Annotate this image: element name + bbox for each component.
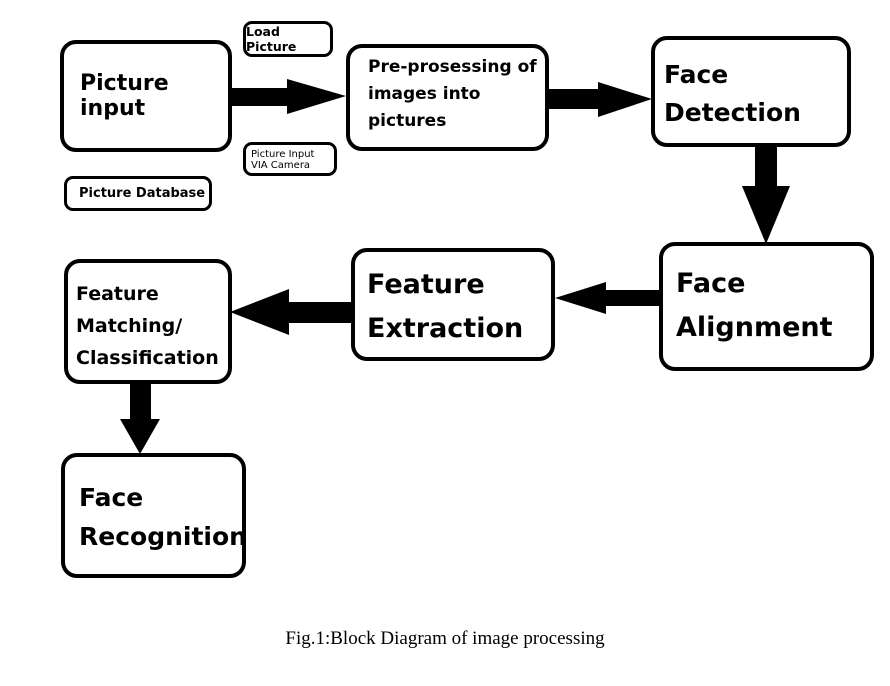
face-alignment-box: Face Alignment — [659, 242, 874, 371]
picture-input-box: Picture input — [60, 40, 232, 152]
face-detection-line-1: Face — [664, 60, 729, 89]
figure-caption: Fig.1:Block Diagram of image processing — [285, 628, 605, 649]
preprocessing-line-1: Pre-prosessing of — [368, 57, 537, 77]
picture-input-label: Picture input — [80, 71, 169, 121]
picture-input-camera-label: Picture Input VIA Camera — [251, 149, 315, 171]
load-picture-label: Load Picture — [246, 24, 297, 54]
face-recognition-line-1: Face — [79, 483, 144, 512]
preprocessing-line-3: pictures — [368, 111, 447, 131]
preprocessing-box: Pre-prosessing of images into pictures — [346, 44, 549, 151]
feature-matching-line-3: Classification — [76, 347, 219, 369]
arrow-input-to-preprocessing — [230, 79, 346, 114]
load-picture-box: Load Picture — [243, 21, 333, 57]
feature-matching-line-2: Matching/ — [76, 315, 183, 337]
feature-matching-box: Feature Matching/ Classification — [64, 259, 232, 384]
picture-database-label: Picture Database — [79, 186, 206, 201]
arrow-matching-to-recognition — [120, 383, 160, 454]
arrow-extraction-to-matching — [230, 289, 352, 335]
feature-extraction-line-1: Feature — [367, 269, 485, 300]
face-recognition-line-2: Recognition — [79, 522, 247, 551]
arrow-preprocessing-to-detection — [549, 82, 652, 117]
face-alignment-line-2: Alignment — [676, 312, 833, 343]
face-detection-line-2: Detection — [664, 98, 801, 127]
face-recognition-box: Face Recognition — [61, 453, 247, 578]
face-alignment-line-1: Face — [676, 268, 746, 299]
picture-database-box: Picture Database — [64, 176, 212, 211]
feature-extraction-line-2: Extraction — [367, 313, 524, 344]
picture-input-camera-box: Picture Input VIA Camera — [243, 142, 337, 176]
arrow-detection-to-alignment — [742, 146, 790, 244]
feature-extraction-box: Feature Extraction — [351, 248, 555, 361]
feature-matching-line-1: Feature — [76, 283, 159, 305]
arrow-alignment-to-extraction — [555, 282, 661, 314]
preprocessing-line-2: images into — [368, 84, 481, 104]
face-detection-box: Face Detection — [651, 36, 851, 147]
